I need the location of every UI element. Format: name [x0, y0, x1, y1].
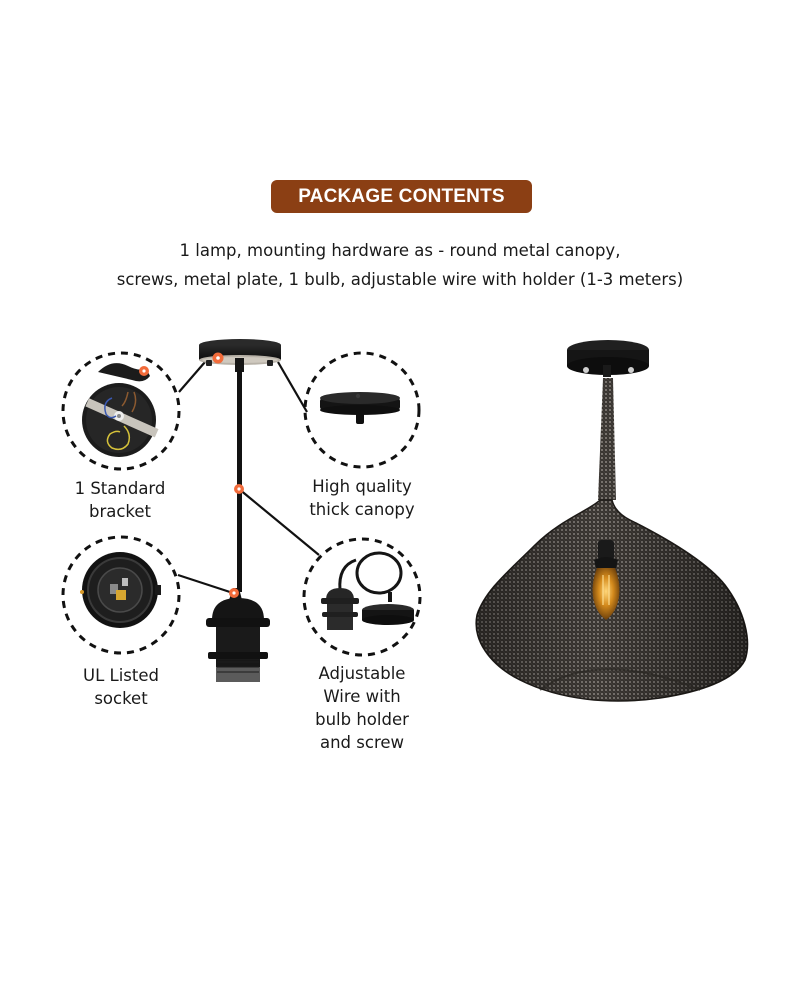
- label-socket-line-2: socket: [94, 689, 148, 708]
- center-assembly: [199, 339, 281, 682]
- label-bracket-line-2: bracket: [88, 502, 152, 521]
- wire-circle: [302, 537, 422, 657]
- description-line-2: screws, metal plate, 1 bulb, adjustable …: [116, 270, 684, 289]
- canopy-icon: [320, 392, 400, 424]
- label-bracket-line-1: 1 Standard: [74, 479, 166, 498]
- label-wire-line-3: bulb holder: [315, 710, 409, 729]
- package-contents-badge: PACKAGE CONTENTS: [271, 180, 532, 213]
- label-wire: Adjustable Wire with bulb holder and scr…: [297, 662, 427, 754]
- label-wire-line-4: and screw: [319, 733, 405, 752]
- callout-circles: [61, 351, 422, 657]
- canopy-circle: [303, 351, 421, 469]
- callout-dots: [212, 352, 244, 598]
- label-canopy-line-1: High quality: [312, 477, 412, 496]
- bracket-circle: [61, 351, 181, 471]
- label-wire-line-1: Adjustable: [318, 664, 406, 683]
- label-canopy: High quality thick canopy: [297, 475, 427, 521]
- socket-icon: [80, 552, 161, 628]
- pendant-lamp-image: [475, 340, 749, 702]
- callout-lines: [177, 361, 320, 595]
- socket-circle: [61, 535, 181, 655]
- bracket-icon: [82, 363, 159, 457]
- description-line-1: 1 lamp, mounting hardware as - round met…: [179, 241, 621, 260]
- label-socket: UL Listed socket: [56, 664, 186, 710]
- label-bracket: 1 Standard bracket: [55, 477, 185, 523]
- package-description: 1 lamp, mounting hardware as - round met…: [0, 236, 800, 294]
- label-wire-line-2: Wire with: [323, 687, 401, 706]
- label-socket-line-1: UL Listed: [83, 666, 159, 685]
- label-canopy-line-2: thick canopy: [309, 500, 415, 519]
- wire-holder-icon: [321, 551, 414, 630]
